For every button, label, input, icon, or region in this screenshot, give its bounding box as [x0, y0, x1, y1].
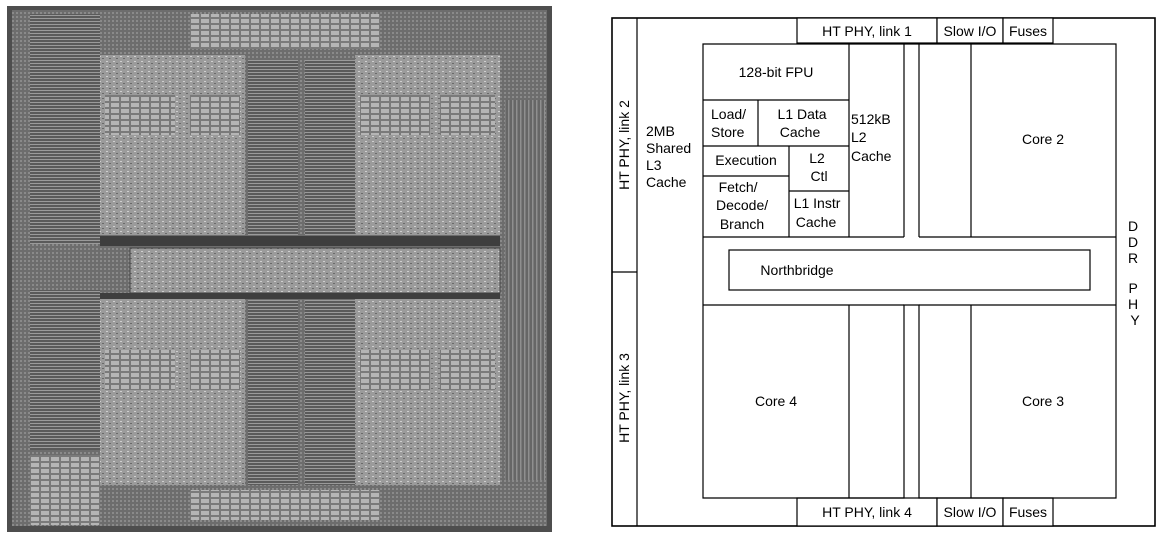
ht-phy-link3-label: HT PHY, link 3 — [616, 353, 632, 443]
ddr-phy-label: D D R P H Y — [1128, 218, 1142, 328]
core2-label: Core 2 — [1022, 131, 1064, 147]
fuses-top-label: Fuses — [1009, 23, 1047, 39]
core4-label: Core 4 — [755, 393, 797, 409]
ht-phy-link4-label: HT PHY, link 4 — [822, 504, 912, 520]
l3-cache-label: 2MB Shared L3 Cache — [646, 123, 695, 190]
slow-io-bottom-label: Slow I/O — [944, 504, 997, 520]
slow-io-top-box — [936, 17, 1004, 44]
l1-data-cache-label: L1 Data Cache — [778, 106, 831, 140]
fpu-label: 128-bit FPU — [739, 64, 814, 80]
ht-phy-link1-label: HT PHY, link 1 — [822, 23, 912, 39]
northbridge-label: Northbridge — [760, 262, 833, 278]
l1-instr-cache-label: L1 Instr Cache — [794, 195, 845, 230]
fuses-bottom-label: Fuses — [1009, 504, 1047, 520]
die-photo — [0, 0, 560, 538]
core3-label: Core 3 — [1022, 393, 1064, 409]
fuses-bottom-box — [1002, 497, 1054, 527]
execution-label: Execution — [715, 152, 776, 168]
northbridge-box — [728, 249, 1091, 291]
slow-io-bottom-box — [936, 497, 1004, 527]
l2-cache-label: 512kB L2 Cache — [851, 111, 895, 164]
load-store-label: Load/ Store — [711, 106, 750, 140]
l2-ctl-label: L2 Ctl — [809, 150, 828, 184]
slow-io-top-label: Slow I/O — [944, 23, 997, 39]
ht-phy-link2-label: HT PHY, link 2 — [616, 100, 632, 190]
fuses-top-box — [1002, 17, 1054, 44]
ht-phy-link1-box — [796, 17, 938, 44]
fetch-decode-label: Fetch/ Decode/ Branch — [716, 179, 772, 232]
